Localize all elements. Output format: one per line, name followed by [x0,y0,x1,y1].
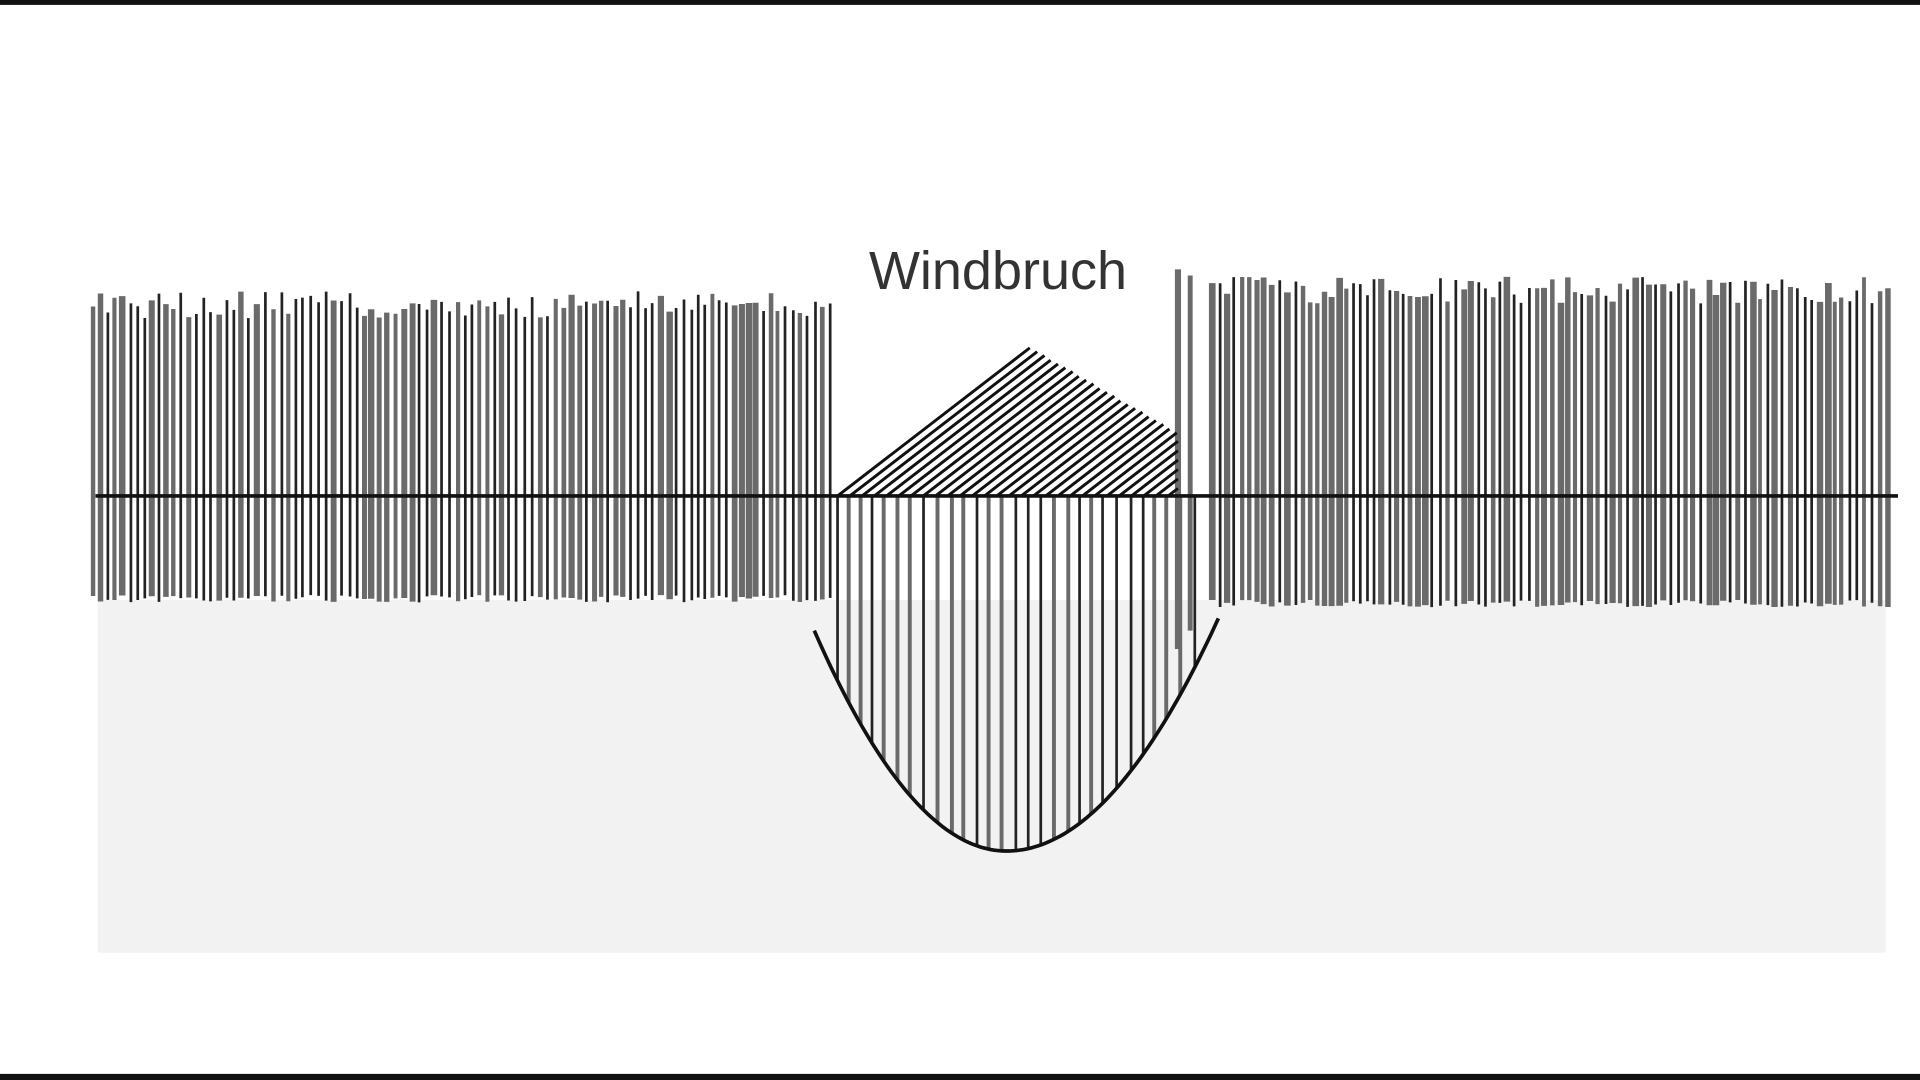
fallen-tree [1130,458,1179,498]
fallen-tree [873,358,1052,498]
fallen-tree [1057,419,1157,498]
fallen-tree [959,387,1101,498]
root-pit-outline [812,617,1221,853]
fallen-tree [885,362,1059,498]
root-pit [812,495,1221,853]
windbruch-label: Windbruch [868,241,1128,301]
fallen-tree [934,378,1088,498]
right-forest [1174,269,1891,649]
fallen-tree [1106,440,1179,498]
fallen-tree [1118,449,1179,498]
left-forest [90,291,832,603]
fallen-trees [836,346,1179,498]
fallen-tree [1069,423,1165,498]
fallen-tree [1032,410,1144,498]
fallen-tree [910,370,1074,498]
fallen-tree [1093,431,1178,498]
bottom-border [0,1073,1920,1080]
fallen-tree [983,394,1116,498]
fallen-tree [1142,468,1179,498]
fallen-tree [922,375,1080,498]
fallen-tree [1008,403,1129,498]
fallen-tree [1020,407,1136,498]
fallen-tree [848,350,1039,498]
fallen-tree [946,382,1095,498]
fallen-tree [971,391,1108,498]
fallen-tree [1081,427,1171,498]
fallen-tree [1044,415,1150,498]
top-border [0,0,1920,5]
fallen-tree [1155,477,1179,498]
fallen-tree [861,354,1046,498]
fallen-tree [995,399,1122,498]
ground-area [97,600,1886,953]
fallen-tree [897,366,1067,498]
fallen-tree [836,346,1031,498]
